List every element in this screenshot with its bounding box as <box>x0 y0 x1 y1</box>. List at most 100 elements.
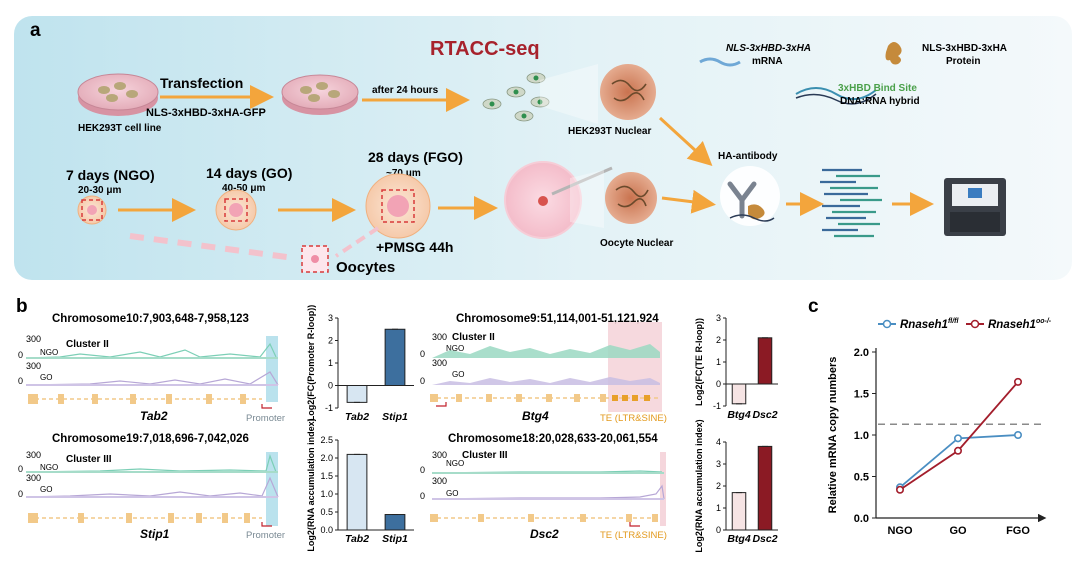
y-axis-label: Relative mRNA copy numbers <box>827 357 839 514</box>
mrna-name: NLS-3xHBD-3xHA <box>726 43 811 54</box>
bar-btg4 <box>731 492 747 531</box>
y-tick-label: 1 <box>328 358 333 368</box>
construct-label: NLS-3xHBD-3xHA-GFP <box>146 107 266 119</box>
go-follicle-icon <box>215 189 257 231</box>
panel-a-label: a <box>30 20 41 41</box>
injected-egg-icon <box>504 161 613 239</box>
mrna-label: mRNA <box>752 56 783 67</box>
y-tick-label: 0.0 <box>320 525 333 535</box>
protein-label: Protein <box>946 56 980 67</box>
bar-stip1 <box>384 514 406 531</box>
zoom-cone-oocyte <box>570 170 604 228</box>
track-scale-1: 300 <box>26 334 41 344</box>
track-scale-1: 300 <box>26 450 41 460</box>
y-tick-label: 2 <box>716 481 721 491</box>
track-zero-2: 0 <box>18 489 23 499</box>
track-row1-label: NGO <box>40 348 58 357</box>
fgo-size-label: ~70 μm <box>386 168 421 179</box>
gene-name: Tab2 <box>140 409 168 423</box>
x-tick-label: Stip1 <box>382 411 408 423</box>
track-zero-1: 0 <box>420 349 425 359</box>
bar-stip1 <box>384 328 406 386</box>
region-label: TE (LTR&SINE) <box>600 530 667 541</box>
bind-site-label: 3xHBD Bind Site <box>838 83 917 94</box>
x-tick-label: FGO <box>1006 525 1030 537</box>
fgo-oocytes-arrow <box>334 226 380 258</box>
y-tick-label: 0.5 <box>320 507 333 517</box>
y-tick-label: 2.0 <box>854 347 869 359</box>
panel-a-background <box>14 16 1072 280</box>
y-tick-label: 2.0 <box>320 453 333 463</box>
tss-arrow-icon <box>436 402 447 407</box>
hek-nucleus-icon <box>600 64 656 120</box>
track-scale-1: 300 <box>432 332 447 342</box>
gene-model <box>430 394 660 402</box>
oocytes-label: Oocytes <box>336 259 395 276</box>
x-tick-label: GO <box>949 525 967 537</box>
gene-model <box>28 513 262 523</box>
tss-arrow-icon <box>261 404 272 409</box>
panel-b: b Chromosome10:7,903,648-7,958,123 300 0… <box>16 296 778 553</box>
sequencing-reads-icon <box>820 168 882 238</box>
track-zero-1: 0 <box>18 350 23 360</box>
sequencer-icon <box>944 178 1006 236</box>
panel-c-label: c <box>808 296 819 317</box>
oocyte-nuclear-label: Oocyte Nuclear <box>600 238 673 249</box>
pmsg-label: +PMSG 44h <box>376 239 453 255</box>
x-tick-label: Btg4 <box>727 533 750 545</box>
track-row2-label: GO <box>40 485 52 494</box>
y-tick-label: 3 <box>716 313 721 323</box>
track-cluster-label: Cluster II <box>452 332 495 343</box>
bar-tab2 <box>346 385 368 403</box>
track-chrom-label: Chromosome18:20,028,633-20,061,554 <box>448 433 658 445</box>
y-tick-label: 4 <box>716 437 721 447</box>
track-zero-2: 0 <box>420 491 425 501</box>
track-row1-label: NGO <box>446 344 464 353</box>
track-chrom-label: Chromosome19:7,018,696-7,042,026 <box>52 433 249 445</box>
track-zero-2: 0 <box>18 376 23 386</box>
track-zero-1: 0 <box>18 464 23 474</box>
gene-model <box>430 514 658 522</box>
protein-icon <box>885 42 902 65</box>
ngo-size-label: 20-30 μm <box>78 185 121 196</box>
tss-arrow-icon <box>629 522 640 527</box>
oocyte-icon <box>301 245 329 273</box>
go-size-label: 40-50 μm <box>222 183 265 194</box>
y-tick-label: 1.5 <box>320 471 333 481</box>
gene-name: Dsc2 <box>530 527 559 541</box>
y-tick-label: 0 <box>716 525 721 535</box>
y-tick-label: -1 <box>325 403 333 413</box>
fgo-follicle-icon <box>365 173 431 239</box>
y-tick-label: 3 <box>328 313 333 323</box>
y-tick-label: 1 <box>716 357 721 367</box>
region-label: Promoter <box>246 413 285 424</box>
y-tick-label: 0.0 <box>854 513 869 525</box>
data-point <box>953 446 962 455</box>
y-tick-label: 0 <box>328 381 333 391</box>
panel-c: c Rnaseh1fl/fl Rnaseh1oo-/- 0.00.51.01.5… <box>808 296 1052 537</box>
y-axis-label: Log2(RNA accumulation index) <box>306 418 316 551</box>
track-row2-label: GO <box>40 373 52 382</box>
cell-line-label: HEK293T cell line <box>78 123 162 134</box>
track-row1-label: NGO <box>40 463 58 472</box>
track-cluster-label: Cluster II <box>66 339 109 350</box>
track-dsc2: Chromosome18:20,028,633-20,061,554 300 0… <box>420 433 667 541</box>
ngo-days-label: 7 days (NGO) <box>66 167 155 183</box>
y-axis-label: Log2(RNA accumulation index) <box>694 419 704 552</box>
after24-label: after 24 hours <box>372 85 439 96</box>
x-tick-label: Btg4 <box>727 409 750 421</box>
track-scale-2: 300 <box>432 358 447 368</box>
te-blocks <box>612 395 650 401</box>
data-point <box>1013 430 1022 439</box>
bar-tab2 <box>346 453 368 531</box>
y-tick-label: 2 <box>328 336 333 346</box>
track-zero-1: 0 <box>420 465 425 475</box>
track-tab2: Chromosome10:7,903,648-7,958,123 300 0 C… <box>18 313 285 424</box>
transfection-label: Transfection <box>160 75 243 91</box>
go-signal-track <box>431 484 665 500</box>
x-tick-label: Dsc2 <box>752 409 777 421</box>
go-signal-track <box>432 377 660 385</box>
